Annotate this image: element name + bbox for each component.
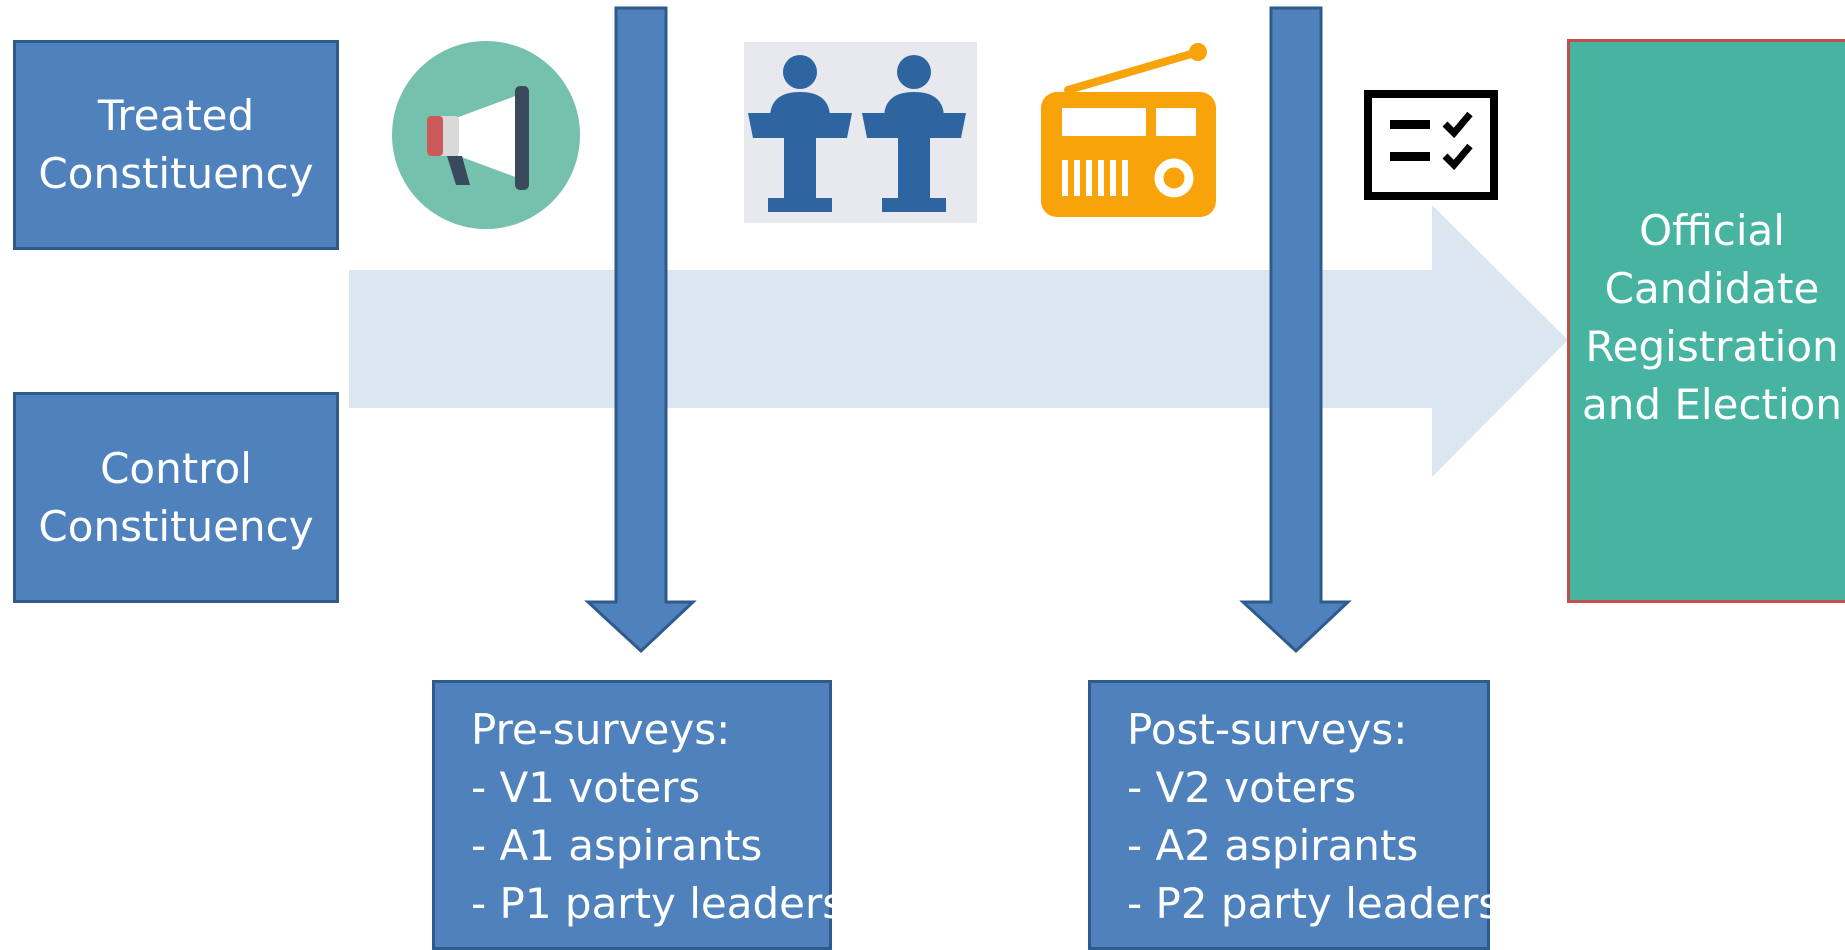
pre-surveys-box: Pre-surveys: - V1 voters - A1 aspirants … [432, 680, 845, 950]
pre-survey-arrow [584, 6, 697, 654]
treated-constituency-box: Treated Constituency [13, 40, 339, 250]
post-surveys-item: - P2 party leaders [1127, 879, 1501, 928]
post-surveys-item: - V2 voters [1127, 763, 1357, 812]
official-registration-election-box: Official Candidate Registration and Elec… [1567, 39, 1845, 603]
control-label-line-1: Control [100, 443, 252, 493]
post-survey-arrow [1239, 6, 1352, 654]
final-label-line-2: Candidate [1604, 264, 1820, 313]
pre-surveys-item: - V1 voters [471, 763, 701, 812]
pre-surveys-item: - P1 party leaders [471, 879, 845, 928]
post-surveys-item: - A2 aspirants [1127, 821, 1419, 870]
megaphone-icon [392, 41, 580, 229]
pre-surveys-heading: Pre-surveys: [471, 705, 731, 754]
pre-surveys-item: - A1 aspirants [471, 821, 763, 870]
debate-podiums-icon [744, 42, 977, 223]
radio-icon [1041, 43, 1216, 217]
final-label-line-1: Official [1639, 206, 1785, 255]
control-label-line-2: Constituency [38, 501, 314, 551]
post-surveys-box: Post-surveys: - V2 voters - A2 aspirants… [1088, 680, 1501, 950]
control-constituency-box: Control Constituency [13, 392, 339, 603]
final-label-line-3: Registration [1585, 322, 1839, 371]
post-surveys-heading: Post-surveys: [1127, 705, 1408, 754]
timeline-arrow [349, 205, 1568, 477]
ballot-checklist-icon [1364, 90, 1498, 200]
treated-label-line-2: Constituency [38, 149, 314, 198]
final-label-line-4: and Election [1582, 380, 1842, 429]
treated-label-line-1: Treated [97, 91, 255, 140]
